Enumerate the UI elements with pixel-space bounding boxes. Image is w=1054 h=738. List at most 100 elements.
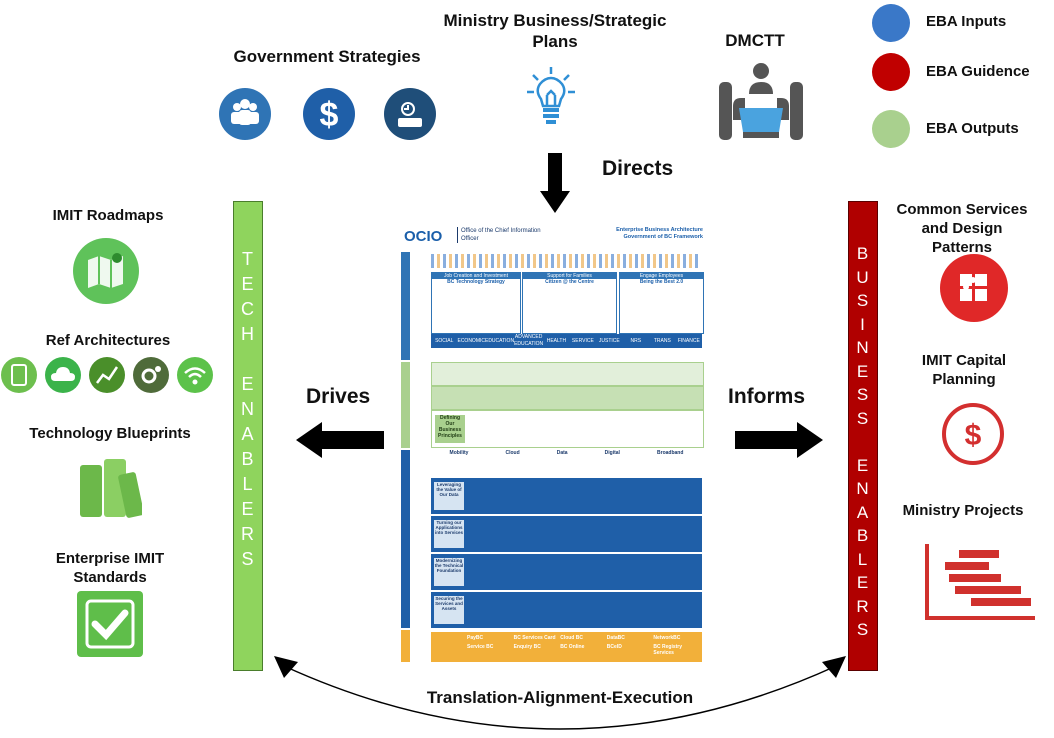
- government-strategies-heading: Government Strategies: [233, 47, 421, 66]
- pillar-digital: Digital: [604, 450, 620, 456]
- strategy-box-2: Support for Families Citizen @ the Centr…: [522, 272, 617, 334]
- informs-label: Informs: [728, 385, 806, 408]
- people-group-icon: [219, 88, 271, 140]
- analytics-icon: [89, 357, 125, 393]
- right-arrow-icon: [735, 420, 823, 460]
- side-band-top: [401, 252, 410, 360]
- mobile-device-icon: [1, 357, 37, 393]
- sector-finance: FINANCE: [677, 338, 700, 344]
- environment-row-2: [431, 386, 704, 410]
- strategy-col-3: Engage Employees: [620, 273, 703, 279]
- pillar-data: Data: [556, 450, 568, 456]
- enterprise-imit-standards-label: Enterprise IMIT Standards: [55, 550, 165, 586]
- legend-outputs-swatch: [872, 110, 910, 148]
- sector-health: HEALTH: [546, 338, 567, 344]
- service-service-bc: Service BC: [467, 644, 494, 650]
- defining-principles-label: Defining Our Business Principles: [435, 415, 465, 443]
- foundation-row-4: Securing the Services and Assets: [431, 592, 702, 628]
- tech-enablers-text: T E C H E N A B L E R S: [241, 249, 255, 569]
- lightbulb-icon: [525, 65, 577, 127]
- imit-capital-planning-label: IMIT Capital Planning: [921, 352, 1007, 388]
- wifi-icon: [177, 357, 213, 393]
- pillars-row: Mobility Cloud Data Digital Broadband: [431, 450, 702, 474]
- strategy-box-1: Job Creation and Investment BC Technolog…: [431, 272, 521, 334]
- directs-label: Directs: [602, 157, 674, 180]
- legend-inputs-label: EBA Inputs: [926, 13, 1007, 30]
- services-row: PayBC BC Services Card Cloud BC DataBC N…: [431, 632, 702, 662]
- strategy-name-2: Citizen @ the Centre: [545, 279, 594, 285]
- sector-row: SOCIAL ECONOMIC EDUCATION ADVANCED EDUCA…: [431, 334, 702, 348]
- service-networkbc: NetworkBC: [653, 635, 681, 641]
- sector-service: SERVICE: [571, 338, 594, 344]
- foundation-row-1: Leveraging the Value of Our Data: [431, 478, 702, 514]
- service-bc-registry: BC Registry Services: [653, 644, 683, 656]
- puzzle-icon: [940, 254, 1008, 322]
- ocio-office-text: Office of the Chief Information Officer: [457, 227, 546, 243]
- foundation-row-3: Modernizing the Technical Foundation: [431, 554, 702, 590]
- service-enquiry-bc: Enquiry BC: [513, 644, 541, 650]
- gantt-chart-icon: [925, 544, 1035, 626]
- sector-advanced-education: ADVANCED EDUCATION: [514, 334, 544, 347]
- map-icon: [73, 238, 139, 304]
- service-paybc: PayBC: [467, 635, 484, 641]
- dmctt-heading: DMCTT: [725, 31, 785, 50]
- service-cloud-bc: Cloud BC: [560, 635, 583, 641]
- ref-architectures-label: Ref Architectures: [45, 332, 171, 349]
- svg-text:$: $: [965, 419, 982, 452]
- sector-trans: TRANS: [653, 338, 671, 344]
- environment-row-1: [431, 362, 704, 386]
- service-bc-online: BC Online: [560, 644, 585, 650]
- sector-justice: JUSTICE: [598, 338, 620, 344]
- tech-enablers-bar: T E C H E N A B L E R S: [233, 201, 263, 671]
- curved-double-arrow: [270, 652, 850, 732]
- legend-outputs-label: EBA Outputs: [926, 120, 1019, 137]
- row-label-4: Securing the Services and Assets: [434, 596, 464, 624]
- translation-label: Translation-Alignment-Execution: [426, 688, 694, 707]
- sector-education: EDUCATION: [484, 338, 515, 344]
- row-label-3: Modernizing the Technical Foundation: [434, 558, 464, 586]
- people-row: [431, 254, 701, 268]
- framework-title: Enterprise Business Architecture Governm…: [616, 227, 703, 240]
- ministry-plans-heading: Ministry Business/Strategic Plans: [443, 11, 667, 51]
- books-icon: [76, 455, 144, 519]
- legend-inputs-swatch: [872, 4, 910, 42]
- meeting-table-icon: [715, 60, 807, 152]
- strategy-col-2: Support for Families: [523, 273, 616, 279]
- business-enablers-text: B U S I N E S S E N A B L E R S: [856, 244, 870, 639]
- pillar-mobility: Mobility: [449, 450, 469, 456]
- down-arrow-icon: [540, 153, 570, 213]
- eba-framework-document: OCIO Office of the Chief Information Off…: [401, 222, 706, 665]
- left-arrow-icon: [296, 420, 384, 460]
- foundation-row-2: Turning our Applications into Services: [431, 516, 702, 552]
- service-bc-services-card: BC Services Card: [513, 635, 556, 641]
- ministry-projects-label: Ministry Projects: [902, 502, 1024, 519]
- service-bceid: BCeID: [606, 644, 622, 650]
- service-databc: DataBC: [606, 635, 625, 641]
- capital-dollar-icon: $: [942, 403, 1004, 465]
- sector-nrs: NRS: [630, 338, 642, 344]
- strategy-name-3: Being the Best 2.0: [639, 279, 684, 285]
- strategy-name-1: BC Technology Strategy: [447, 279, 505, 285]
- pillar-broadband: Broadband: [657, 450, 684, 456]
- pillar-cloud: Cloud: [505, 450, 520, 456]
- checkmark-icon: [77, 591, 143, 657]
- side-band-services: [401, 630, 410, 662]
- drives-label: Drives: [306, 385, 371, 408]
- user-computer-icon: [384, 88, 436, 140]
- strategy-col-1: Job Creation and Investment: [432, 273, 520, 279]
- ocio-logo: OCIO: [404, 228, 443, 245]
- dollar-icon: $: [303, 88, 355, 140]
- cloud-icon: [45, 357, 81, 393]
- principles-row: Defining Our Business Principles: [431, 410, 704, 448]
- sector-social: SOCIAL: [435, 338, 454, 344]
- strategy-box-3: Engage Employees Being the Best 2.0: [619, 272, 704, 334]
- sector-economic: ECONOMIC: [457, 338, 485, 344]
- imit-roadmaps-label: IMIT Roadmaps: [52, 207, 164, 224]
- legend-guidance-label: EBA Guidence: [926, 63, 1030, 80]
- common-services-label: Common Services and Design Patterns: [896, 201, 1028, 256]
- side-band-mid: [401, 362, 410, 448]
- legend-guidance-swatch: [872, 53, 910, 91]
- gear-icon: [133, 357, 169, 393]
- svg-text:$: $: [320, 96, 339, 134]
- row-label-2: Turning our Applications into Services: [434, 520, 464, 548]
